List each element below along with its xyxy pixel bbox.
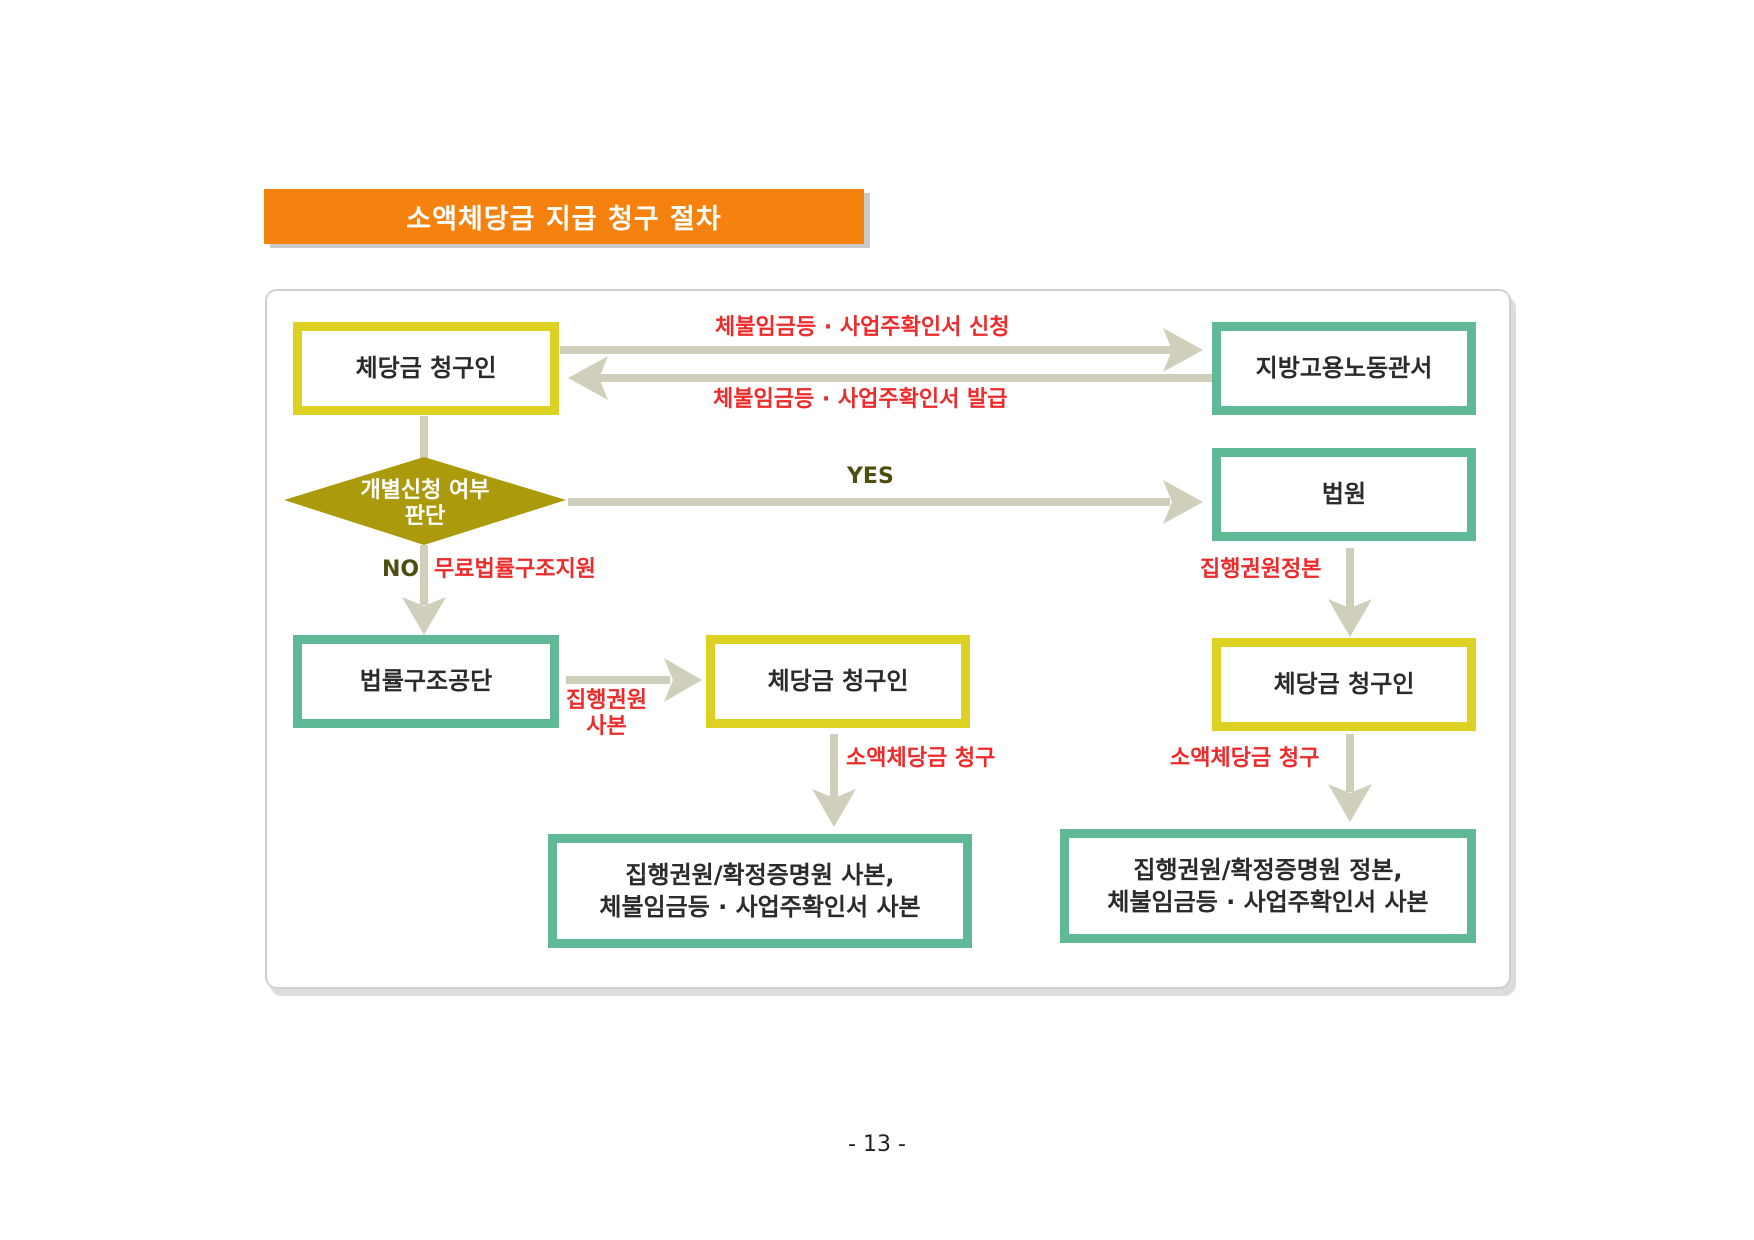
decision-text: 개별신청 여부 판단 xyxy=(290,478,560,531)
diagram-title: 소액체당금 지급 청구 절차 xyxy=(264,189,864,244)
node-docs-right: 집행권원/확정증명원 정본, 체불임금등 · 사업주확인서 사본 xyxy=(1060,829,1476,943)
docs-right-text: 집행권원/확정증명원 정본, 체불임금등 · 사업주확인서 사본 xyxy=(1107,855,1429,916)
node-court: 법원 xyxy=(1212,448,1476,541)
node-claimant-right: 체당금 청구인 xyxy=(1212,638,1476,731)
label-claim-mid: 소액체당금 청구 xyxy=(846,746,996,771)
node-legal-aid: 법률구조공단 xyxy=(293,635,559,728)
decision-diamond xyxy=(284,457,566,545)
label-claim-right: 소액체당금 청구 xyxy=(1170,746,1320,771)
label-free-legal-aid: 무료법률구조지원 xyxy=(434,557,596,582)
node-docs-left: 집행권원/확정증명원 사본, 체불임금등 · 사업주확인서 사본 xyxy=(548,834,972,948)
label-exec-original: 집행권원정본 xyxy=(1200,557,1322,582)
page-number: - 13 - xyxy=(848,1132,906,1157)
label-no: NO xyxy=(382,557,420,582)
label-issue: 체불임금등 · 사업주확인서 발급 xyxy=(713,387,1008,412)
node-labor-office: 지방고용노동관서 xyxy=(1212,322,1476,415)
label-exec-copy: 집행권원 사본 xyxy=(566,688,647,740)
label-yes: YES xyxy=(847,464,894,489)
decision-label: 개별신청 여부 판단 xyxy=(360,478,490,530)
label-request: 체불임금등 · 사업주확인서 신청 xyxy=(715,315,1010,340)
node-claimant-mid: 체당금 청구인 xyxy=(706,635,970,728)
docs-left-text: 집행권원/확정증명원 사본, 체불임금등 · 사업주확인서 사본 xyxy=(599,860,921,921)
node-claimant-top: 체당금 청구인 xyxy=(293,322,559,415)
